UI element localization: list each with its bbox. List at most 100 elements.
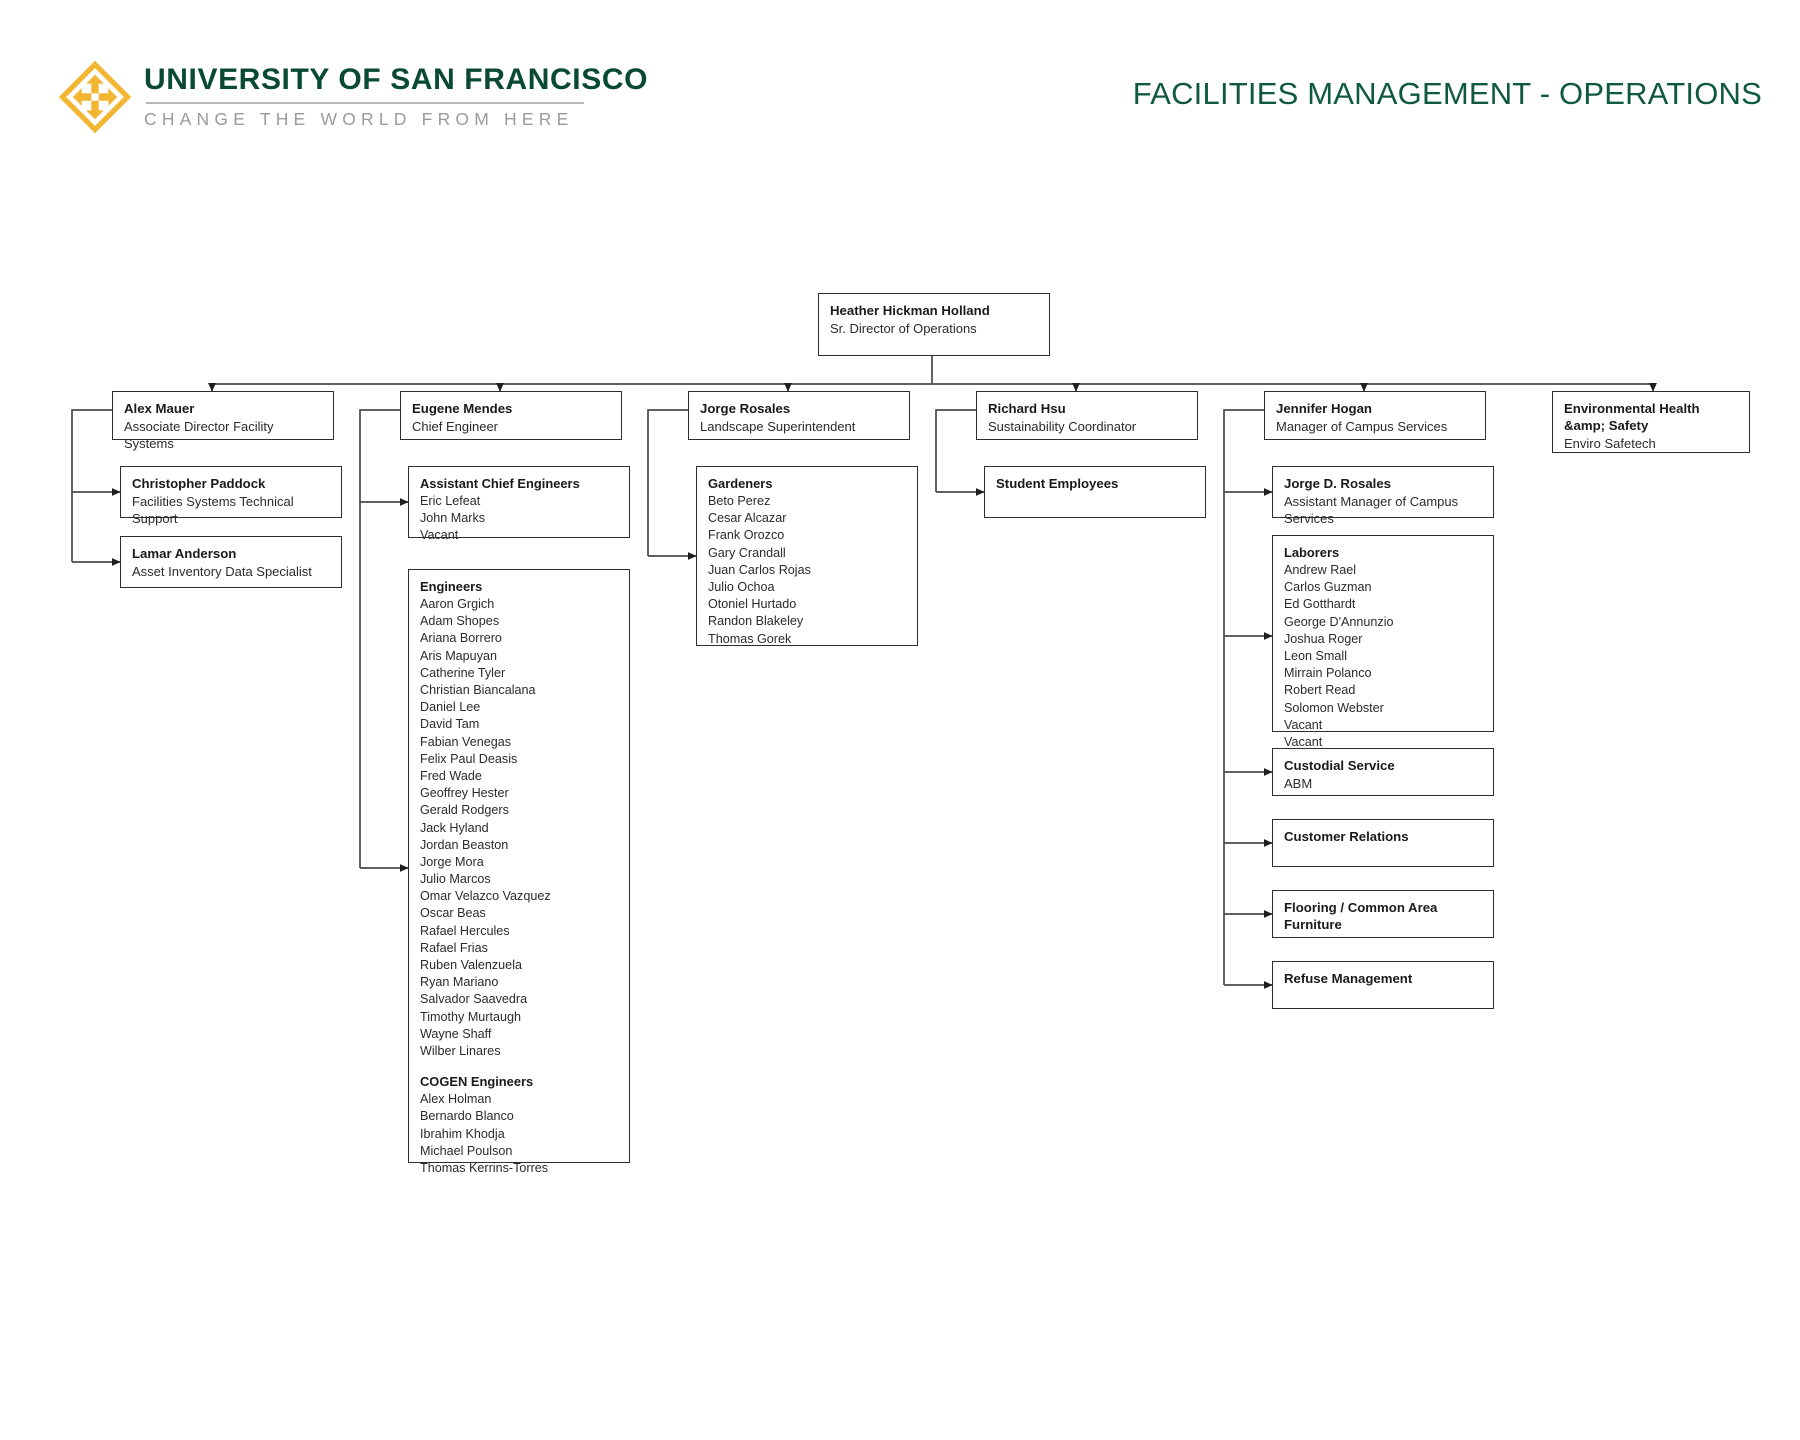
node-environmental-health-safety[interactable]: Environmental Health &amp; Safety Enviro… bbox=[1552, 391, 1750, 453]
list-item: Ariana Borrero bbox=[420, 631, 502, 646]
node-title: Asset Inventory Data Specialist bbox=[132, 564, 312, 580]
usf-diamond-logo-icon bbox=[58, 60, 132, 134]
list-item: Vacant bbox=[1284, 734, 1323, 749]
node-jennifer-hogan[interactable]: Jennifer Hogan Manager of Campus Service… bbox=[1264, 391, 1486, 440]
node-richard-hsu[interactable]: Richard Hsu Sustainability Coordinator bbox=[976, 391, 1198, 440]
list-item: Ryan Mariano bbox=[420, 975, 499, 990]
list-item: Aris Mapuyan bbox=[420, 648, 497, 663]
list-item: Bernardo Blanco bbox=[420, 1109, 514, 1124]
list-item: Solomon Webster bbox=[1284, 700, 1384, 715]
page-header: UNIVERSITY OF SAN FRANCISCO CHANGE THE W… bbox=[0, 0, 1800, 160]
university-name: UNIVERSITY OF SAN FRANCISCO bbox=[144, 63, 649, 96]
node-title: Enviro Safetech bbox=[1564, 436, 1656, 452]
list-item: Ed Gotthardt bbox=[1284, 597, 1356, 612]
node-heather-hickman-holland[interactable]: Heather Hickman Holland Sr. Director of … bbox=[818, 293, 1050, 356]
list-item: Adam Shopes bbox=[420, 614, 500, 629]
node-christopher-paddock[interactable]: Christopher Paddock Facilities Systems T… bbox=[120, 466, 342, 526]
list-item: Oscar Beas bbox=[420, 906, 486, 921]
node-jorge-rosales[interactable]: Jorge Rosales Landscape Superintendent bbox=[688, 391, 910, 440]
node-name: Environmental Health &amp; Safety bbox=[1564, 401, 1700, 434]
list-item: Randon Blakeley bbox=[708, 614, 804, 629]
list-item: Jordan Beaston bbox=[420, 837, 509, 852]
list-item: Beto Perez bbox=[708, 494, 771, 509]
list-item: Rafael Frias bbox=[420, 940, 488, 955]
list-item: George D'Annunzio bbox=[1284, 614, 1394, 629]
list-item: Carlos Guzman bbox=[1284, 580, 1372, 595]
list-item: Jorge Mora bbox=[420, 854, 484, 869]
node-name: Lamar Anderson bbox=[132, 546, 237, 561]
node-name: Refuse Management bbox=[1284, 971, 1413, 986]
node-flooring-common-area-furniture[interactable]: Flooring / Common Area Furniture bbox=[1272, 890, 1494, 938]
node-name: Heather Hickman Holland bbox=[830, 303, 990, 318]
group-heading: Laborers bbox=[1284, 545, 1340, 560]
node-title: ABM bbox=[1284, 776, 1313, 792]
node-jorge-d-rosales[interactable]: Jorge D. Rosales Assistant Manager of Ca… bbox=[1272, 466, 1494, 526]
node-title: Associate Director Facility Systems bbox=[124, 419, 274, 452]
list-item: Gerald Rodgers bbox=[420, 803, 509, 818]
node-name: Alex Mauer bbox=[124, 401, 195, 416]
list-item: Wayne Shaff bbox=[420, 1026, 492, 1041]
node-name: Jorge D. Rosales bbox=[1284, 476, 1392, 491]
node-title: Sustainability Coordinator bbox=[988, 419, 1137, 435]
node-eugene-mendes[interactable]: Eugene Mendes Chief Engineer bbox=[400, 391, 622, 440]
list-item: Geoffrey Hester bbox=[420, 786, 509, 801]
list-item: Joshua Roger bbox=[1284, 631, 1363, 646]
node-student-employees[interactable]: Student Employees bbox=[984, 466, 1206, 518]
node-title: Manager of Campus Services bbox=[1276, 419, 1448, 435]
usf-logo: UNIVERSITY OF SAN FRANCISCO CHANGE THE W… bbox=[58, 60, 648, 134]
list-item: Vacant bbox=[1284, 717, 1323, 732]
list-item: Catherine Tyler bbox=[420, 665, 506, 680]
list-item: Julio Ochoa bbox=[708, 580, 775, 594]
node-name: Richard Hsu bbox=[988, 401, 1066, 416]
list-item: Daniel Lee bbox=[420, 700, 481, 715]
list-item: Felix Paul Deasis bbox=[420, 751, 518, 766]
node-custodial-service[interactable]: Custodial Service ABM bbox=[1272, 748, 1494, 796]
group-heading: Assistant Chief Engineers bbox=[420, 476, 580, 491]
node-refuse-management[interactable]: Refuse Management bbox=[1272, 961, 1494, 1009]
list-item: Frank Orozco bbox=[708, 528, 785, 543]
node-name: Eugene Mendes bbox=[412, 401, 513, 416]
list-item: John Marks bbox=[420, 511, 486, 526]
node-name: Christopher Paddock bbox=[132, 476, 266, 491]
node-name: Jorge Rosales bbox=[700, 401, 791, 416]
list-item: Robert Read bbox=[1284, 683, 1356, 698]
list-item: Mirrain Polanco bbox=[1284, 666, 1372, 681]
node-customer-relations[interactable]: Customer Relations bbox=[1272, 819, 1494, 867]
group-heading: Engineers bbox=[420, 579, 483, 594]
list-item: Thomas Kerrins-Torres bbox=[420, 1160, 549, 1175]
list-item: Omar Velazco Vazquez bbox=[420, 889, 551, 904]
node-name: Custodial Service bbox=[1284, 758, 1395, 773]
group-heading: Gardeners bbox=[708, 476, 773, 491]
list-item: Ibrahim Khodja bbox=[420, 1126, 505, 1141]
list-item: Vacant bbox=[420, 528, 459, 543]
node-title: Assistant Manager of Campus Services bbox=[1284, 494, 1459, 527]
list-item: Salvador Saavedra bbox=[420, 992, 528, 1007]
list-item: Jack Hyland bbox=[420, 820, 489, 835]
usf-logo-text: UNIVERSITY OF SAN FRANCISCO CHANGE THE W… bbox=[144, 60, 648, 130]
list-item: Cesar Alcazar bbox=[708, 511, 787, 526]
list-item: Michael Poulson bbox=[420, 1143, 513, 1158]
node-name: Customer Relations bbox=[1284, 829, 1409, 844]
list-item: Otoniel Hurtado bbox=[708, 597, 797, 612]
logo-divider bbox=[146, 101, 584, 104]
list-item: Leon Small bbox=[1284, 649, 1348, 663]
node-title: Facilities Systems Technical Support bbox=[132, 494, 294, 527]
node-title: Sr. Director of Operations bbox=[830, 321, 977, 337]
list-item: Julio Marcos bbox=[420, 872, 491, 887]
node-lamar-anderson[interactable]: Lamar Anderson Asset Inventory Data Spec… bbox=[120, 536, 342, 588]
list-item: Alex Holman bbox=[420, 1092, 492, 1107]
node-alex-mauer[interactable]: Alex Mauer Associate Director Facility S… bbox=[112, 391, 334, 451]
